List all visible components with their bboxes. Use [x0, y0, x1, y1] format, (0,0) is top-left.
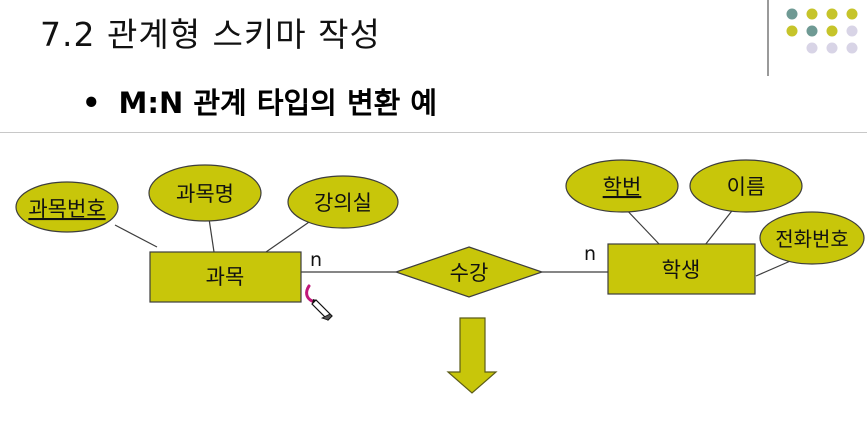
- decorative-dot-grid: [786, 8, 858, 54]
- dot-olive: [846, 8, 858, 20]
- down-arrow-icon: [446, 317, 498, 394]
- attribute-student-no: [565, 159, 679, 213]
- attribute-course-no: [15, 181, 119, 233]
- dot-lavender: [846, 25, 858, 37]
- divider: [0, 132, 867, 133]
- attribute-room: [287, 175, 399, 229]
- dot-teal: [786, 8, 798, 20]
- connector-line: [704, 206, 736, 246]
- entity-course: [149, 251, 302, 303]
- dot-lavender: [806, 42, 818, 54]
- attribute-phone: [759, 211, 865, 265]
- attribute-name-label: 이름: [727, 175, 766, 199]
- attribute-room-label: 강의실: [314, 191, 372, 215]
- slide-title: 7.2 관계형 스키마 작성: [40, 15, 381, 54]
- attribute-course-name-label: 과목명: [176, 182, 234, 206]
- dot-olive: [826, 8, 838, 20]
- dot-lavender: [846, 42, 858, 54]
- attribute-phone-label: 전화번호: [775, 227, 849, 251]
- dot-teal: [806, 25, 818, 37]
- entity-student-label: 학생: [662, 258, 701, 282]
- bullet-text: M:N 관계 타입의 변환 예: [118, 86, 438, 120]
- pen-annotation-mark: [305, 284, 314, 303]
- attribute-course-name: [148, 164, 262, 222]
- bullet-mark: •: [82, 86, 101, 120]
- dot-olive: [806, 8, 818, 20]
- connector-line: [265, 219, 313, 253]
- entity-student: [607, 243, 756, 295]
- pen-cursor-icon: [311, 299, 333, 321]
- dot-lavender: [826, 42, 838, 54]
- attribute-course-no-label: 과목번호: [28, 197, 105, 221]
- entity-course-label: 과목: [206, 265, 245, 289]
- dot-olive: [826, 25, 838, 37]
- cardinality-right: n: [584, 243, 596, 265]
- relationship-enroll: [394, 246, 544, 298]
- relationship-enroll-label: 수강: [450, 261, 489, 285]
- attribute-name: [689, 159, 803, 213]
- dot-olive: [786, 25, 798, 37]
- attribute-student-no-label: 학번: [603, 175, 642, 199]
- cardinality-left: n: [310, 249, 322, 271]
- connector-line: [114, 224, 158, 248]
- decorative-vertical-bar: [767, 0, 769, 76]
- bullet-item: • M:N 관계 타입의 변환 예: [82, 80, 437, 122]
